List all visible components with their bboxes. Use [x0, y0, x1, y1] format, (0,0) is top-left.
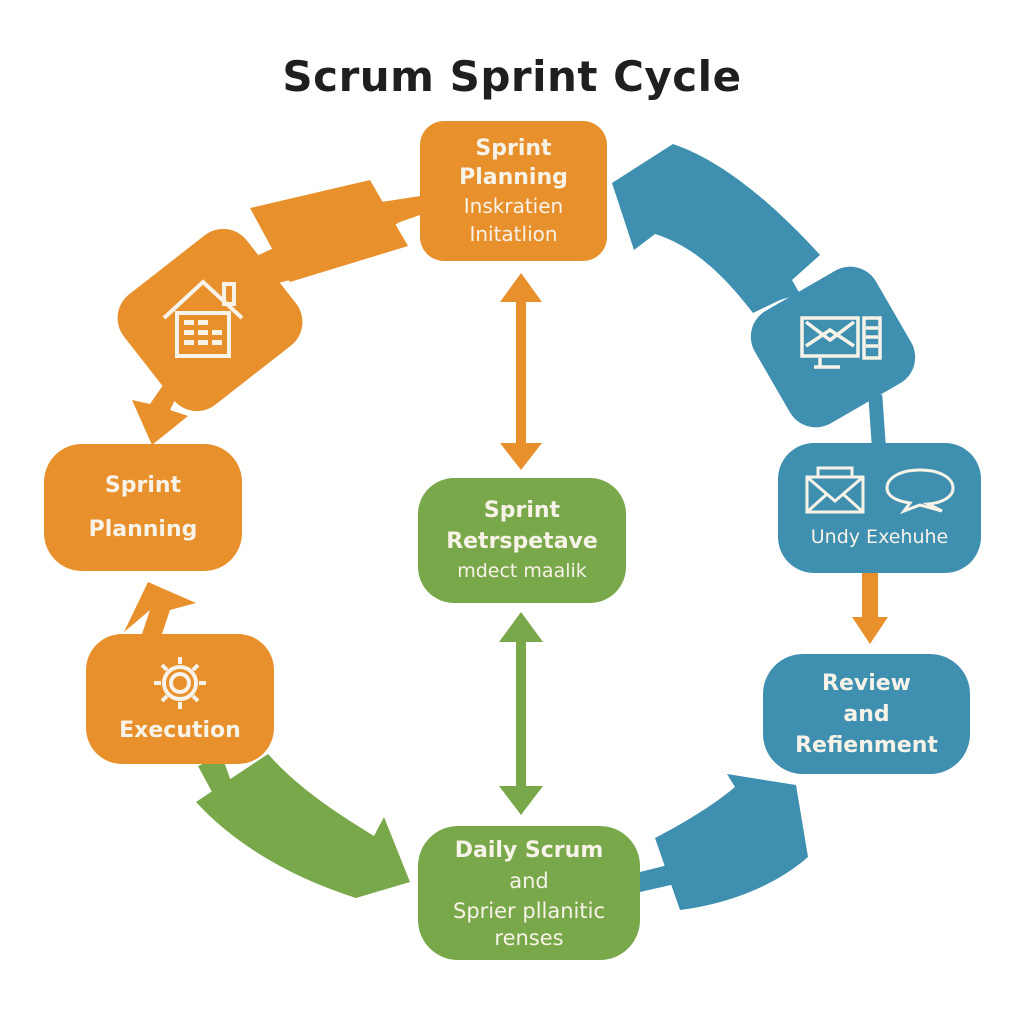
node-top-line4: Initatlion — [469, 222, 558, 246]
arc-arrow-upper-right — [612, 144, 820, 313]
node-daily-scrum[interactable]: Daily Scrum and Sprier pllanitic renses — [418, 826, 640, 960]
arrow-top-center-bidirectional — [500, 273, 542, 470]
node-right-undy-exehuhe[interactable]: Undy Exehuhe — [778, 443, 981, 573]
node-review-line1: Review — [822, 670, 911, 696]
speech-bubble-icon — [884, 467, 955, 514]
node-bottom-line3: Sprier pllanitic — [453, 899, 605, 923]
house-icon — [162, 279, 244, 358]
node-top-line3: Inskratien — [463, 194, 564, 218]
house-node[interactable] — [105, 217, 314, 423]
node-right-mid-label: Undy Exehuhe — [810, 525, 949, 548]
arrow-mid-to-review — [852, 572, 888, 644]
envelope-icon — [805, 466, 864, 513]
node-review-refinement[interactable]: Review and Refienment — [763, 654, 970, 774]
computer-mail-icon — [800, 316, 882, 369]
arrow-center-bottom-bidirectional — [499, 612, 543, 815]
arc-arrow-lower-left — [196, 754, 410, 898]
node-execution-label: Execution — [119, 717, 241, 743]
node-top-line2: Planning — [459, 165, 568, 190]
gear-icon — [154, 656, 206, 709]
node-top-line1: Sprint — [475, 136, 552, 161]
arc-arrow-lower-right — [655, 774, 808, 910]
arrow-execution-to-left-planning — [124, 582, 196, 640]
node-top-sprint-planning[interactable]: Sprint Planning Inskratien Initatlion — [420, 121, 607, 261]
node-center-line2: Retrspetave — [446, 529, 598, 554]
node-left-line2: Planning — [88, 516, 198, 542]
node-left-line1: Sprint — [104, 472, 182, 498]
arrow-house-to-left-planning — [132, 375, 188, 445]
node-bottom-line1: Daily Scrum — [454, 838, 604, 863]
diagram-title: Scrum Sprint Cycle — [282, 52, 742, 101]
node-execution[interactable]: Execution — [86, 634, 274, 764]
node-bottom-line4: renses — [494, 926, 564, 950]
node-bottom-line2: and — [509, 869, 549, 893]
arc-arrow-segment-upper-left — [250, 180, 408, 282]
node-left-sprint-planning[interactable]: Sprint Planning — [44, 444, 242, 571]
node-review-line3: Refienment — [795, 732, 938, 758]
node-center-line3: mdect maalik — [457, 560, 587, 582]
node-center-line1: Sprint — [483, 498, 561, 523]
connector-computer-to-mid — [868, 394, 886, 446]
node-review-line2: and — [843, 701, 890, 727]
computer-mail-node[interactable] — [740, 256, 926, 439]
node-center-sprint-retrospective[interactable]: Sprint Retrspetave mdect maalik — [418, 478, 626, 603]
connector-execution-to-green-arc — [198, 756, 232, 792]
